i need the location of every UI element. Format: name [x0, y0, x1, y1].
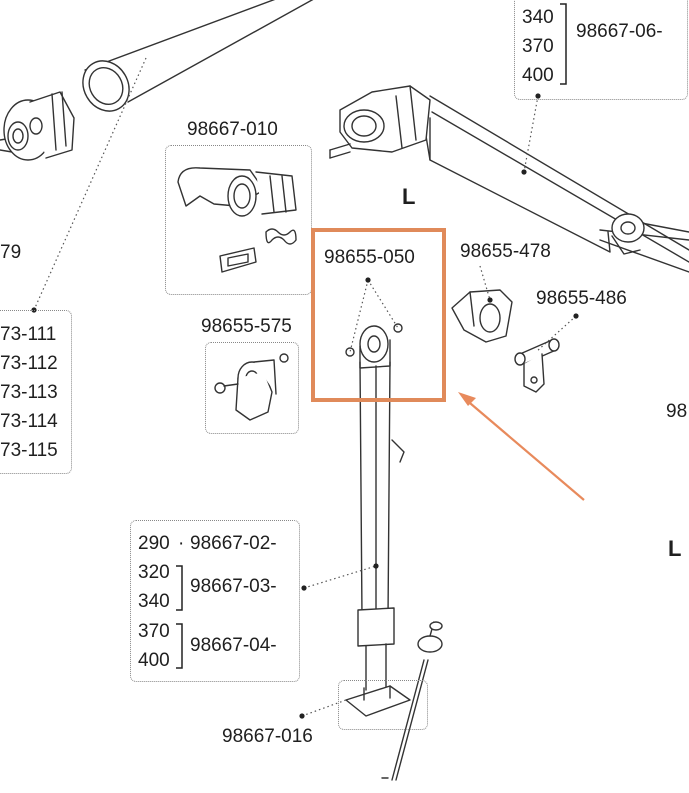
top-size-340: 340	[522, 7, 554, 28]
foot-plate-part-016	[345, 621, 443, 781]
leader-dots	[31, 93, 579, 719]
leg-part-03: 98667-03-	[190, 576, 277, 597]
side-label-l-right: L	[668, 536, 682, 561]
leg-size-separator: ·	[178, 533, 185, 554]
leg-size-340: 340	[138, 591, 170, 612]
roller-tube	[82, 0, 314, 112]
clamp-group-box	[165, 145, 312, 295]
highlight-frame	[311, 228, 446, 402]
bracket-part-575	[214, 353, 289, 421]
pin-part-486	[514, 338, 560, 393]
top-part-06: 98667-06-	[576, 21, 663, 42]
part-label-478: 98655-478	[460, 241, 551, 262]
leader-lines	[33, 57, 577, 717]
top-size-group-box	[514, 0, 688, 100]
left-list-item-5: 73-115	[0, 440, 58, 461]
left-list-item-3: 73-113	[0, 382, 58, 403]
top-size-370: 370	[522, 36, 554, 57]
part-label-575: 98655-575	[201, 316, 292, 337]
leg-size-400: 400	[138, 650, 170, 671]
arm-joint-bracket	[329, 85, 431, 159]
roller-end-cap	[0, 91, 75, 161]
clamp-part-010	[177, 167, 297, 273]
arrow-up-left-icon	[458, 392, 585, 501]
left-list-box	[0, 310, 72, 474]
size-brackets	[176, 3, 567, 669]
bracket-575-box	[205, 342, 299, 434]
leg-size-370: 370	[138, 621, 170, 642]
leg-size-290: 290	[138, 533, 170, 554]
foot-plate-box	[338, 680, 428, 730]
part-label-016: 98667-016	[222, 726, 313, 747]
left-list-item-4: 73-114	[0, 411, 58, 432]
top-size-400: 400	[522, 65, 554, 86]
side-label-l-top: L	[402, 184, 416, 209]
support-leg	[345, 323, 405, 691]
part-label-010: 98667-010	[187, 119, 278, 140]
left-list-item-1: 73-111	[0, 324, 57, 345]
leg-size-group-box	[130, 520, 300, 682]
part-label-79: 79	[0, 242, 22, 263]
awning-arm	[419, 95, 689, 273]
leg-size-320: 320	[138, 562, 170, 583]
leg-part-04: 98667-04-	[190, 635, 277, 656]
part-label-486: 98655-486	[536, 288, 627, 309]
bracket-part-478	[451, 289, 513, 343]
left-list-item-2: 73-112	[0, 353, 58, 374]
leg-part-02: 98667-02-	[190, 533, 277, 554]
part-label-98-edge: 98	[666, 401, 688, 422]
part-label-050: 98655-050	[324, 247, 415, 268]
